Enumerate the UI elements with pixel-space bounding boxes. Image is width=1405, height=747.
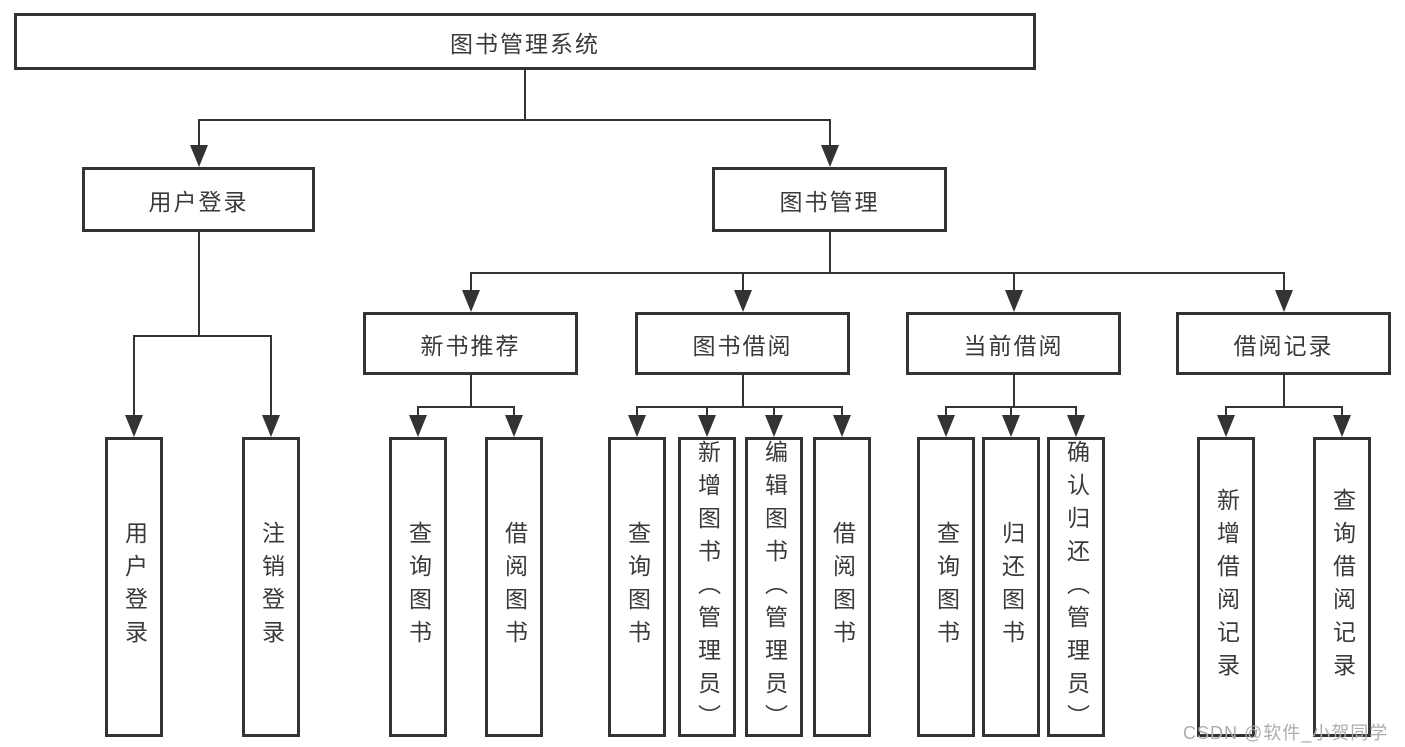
arrow-down-icon: [461, 290, 480, 312]
connector-vline: [1282, 273, 1285, 290]
node-label: 查询图书: [933, 521, 960, 653]
node-new-book-recommend: 新书推荐: [363, 312, 578, 375]
connector-vline: [417, 407, 419, 416]
arrow-down-icon: [937, 415, 955, 437]
node-label: 图书借阅: [692, 332, 793, 359]
arrow-down-icon: [698, 415, 716, 437]
leaf-borrow-borrow-book: 借阅图书: [813, 437, 871, 737]
node-label: 新增图书（管理员）: [694, 440, 721, 737]
connector-vline: [1075, 407, 1077, 416]
connector-vline: [945, 407, 947, 416]
node-current-borrow: 当前借阅: [906, 312, 1121, 375]
connector-vline: [773, 407, 775, 416]
connector-vline: [1012, 375, 1015, 407]
connector-vline: [828, 232, 831, 273]
arrow-down-icon: [733, 290, 752, 312]
node-borrow-record: 借阅记录: [1176, 312, 1391, 375]
connector-vline: [133, 336, 135, 416]
connector-hline: [197, 119, 831, 121]
node-label: 新增借阅记录: [1213, 488, 1240, 686]
arrow-down-icon: [125, 415, 143, 437]
connector-vline: [1225, 407, 1227, 416]
arrow-down-icon: [1217, 415, 1235, 437]
node-book-management: 图书管理: [712, 167, 947, 232]
arrow-down-icon: [505, 415, 523, 437]
connector-vline: [469, 273, 472, 290]
arrow-down-icon: [189, 145, 208, 167]
arrow-down-icon: [628, 415, 646, 437]
connector-hline: [417, 406, 515, 408]
arrow-down-icon: [833, 415, 851, 437]
connector-vline: [513, 407, 515, 416]
connector-vline: [1341, 407, 1343, 416]
leaf-edit-book-admin: 编辑图书（管理员）: [745, 437, 803, 737]
connector-vline: [197, 120, 200, 145]
connector-vline: [1012, 273, 1015, 290]
node-label: 图书管理系统: [450, 30, 600, 57]
leaf-add-borrow-record: 新增借阅记录: [1197, 437, 1255, 737]
node-label: 确认归还（管理员）: [1063, 440, 1090, 737]
node-root-library-system: 图书管理系统: [14, 13, 1036, 70]
leaf-newbook-borrow-book: 借阅图书: [485, 437, 543, 737]
node-label: 注销登录: [258, 521, 285, 653]
connector-vline: [524, 70, 526, 120]
leaf-confirm-return-admin: 确认归还（管理员）: [1047, 437, 1105, 737]
connector-vline: [197, 232, 200, 336]
node-label: 新书推荐: [420, 332, 521, 359]
arrow-down-icon: [765, 415, 783, 437]
leaf-newbook-query-book: 查询图书: [389, 437, 447, 737]
arrow-down-icon: [1002, 415, 1020, 437]
connector-hline: [636, 406, 843, 408]
node-label: 图书管理: [779, 188, 880, 215]
node-label: 借阅图书: [501, 521, 528, 653]
node-user-login: 用户登录: [82, 167, 315, 232]
arrow-down-icon: [820, 145, 839, 167]
arrow-down-icon: [1274, 290, 1293, 312]
connector-hline: [469, 272, 1285, 274]
connector-vline: [741, 375, 744, 407]
connector-vline: [828, 120, 831, 145]
leaf-query-borrow-record: 查询借阅记录: [1313, 437, 1371, 737]
arrow-down-icon: [1333, 415, 1351, 437]
node-label: 查询借阅记录: [1329, 488, 1356, 686]
arrow-down-icon: [1067, 415, 1085, 437]
arrow-down-icon: [262, 415, 280, 437]
node-label: 用户登录: [148, 188, 249, 215]
leaf-current-query-book: 查询图书: [917, 437, 975, 737]
connector-hline: [945, 406, 1077, 408]
node-label: 借阅记录: [1233, 332, 1334, 359]
connector-vline: [469, 375, 472, 407]
csdn-watermark: CSDN @软件_小贺同学: [1183, 723, 1389, 743]
node-label: 当前借阅: [963, 332, 1064, 359]
connector-vline: [1010, 407, 1012, 416]
connector-vline: [841, 407, 843, 416]
node-label: 编辑图书（管理员）: [761, 440, 788, 737]
connector-hline: [133, 335, 272, 337]
connector-vline: [1282, 375, 1285, 407]
node-label: 归还图书: [998, 521, 1025, 653]
connector-hline: [1225, 406, 1343, 408]
node-label: 用户登录: [121, 521, 148, 653]
connector-vline: [270, 336, 272, 416]
arrow-down-icon: [1004, 290, 1023, 312]
leaf-logout: 注销登录: [242, 437, 300, 737]
leaf-borrow-query-book: 查询图书: [608, 437, 666, 737]
node-label: 查询图书: [624, 521, 651, 653]
connector-vline: [741, 273, 744, 290]
connector-vline: [706, 407, 708, 416]
node-label: 查询图书: [405, 521, 432, 653]
node-label: 借阅图书: [829, 521, 856, 653]
node-book-borrow: 图书借阅: [635, 312, 850, 375]
leaf-return-book: 归还图书: [982, 437, 1040, 737]
connector-vline: [636, 407, 638, 416]
arrow-down-icon: [409, 415, 427, 437]
leaf-add-book-admin: 新增图书（管理员）: [678, 437, 736, 737]
leaf-user-login: 用户登录: [105, 437, 163, 737]
